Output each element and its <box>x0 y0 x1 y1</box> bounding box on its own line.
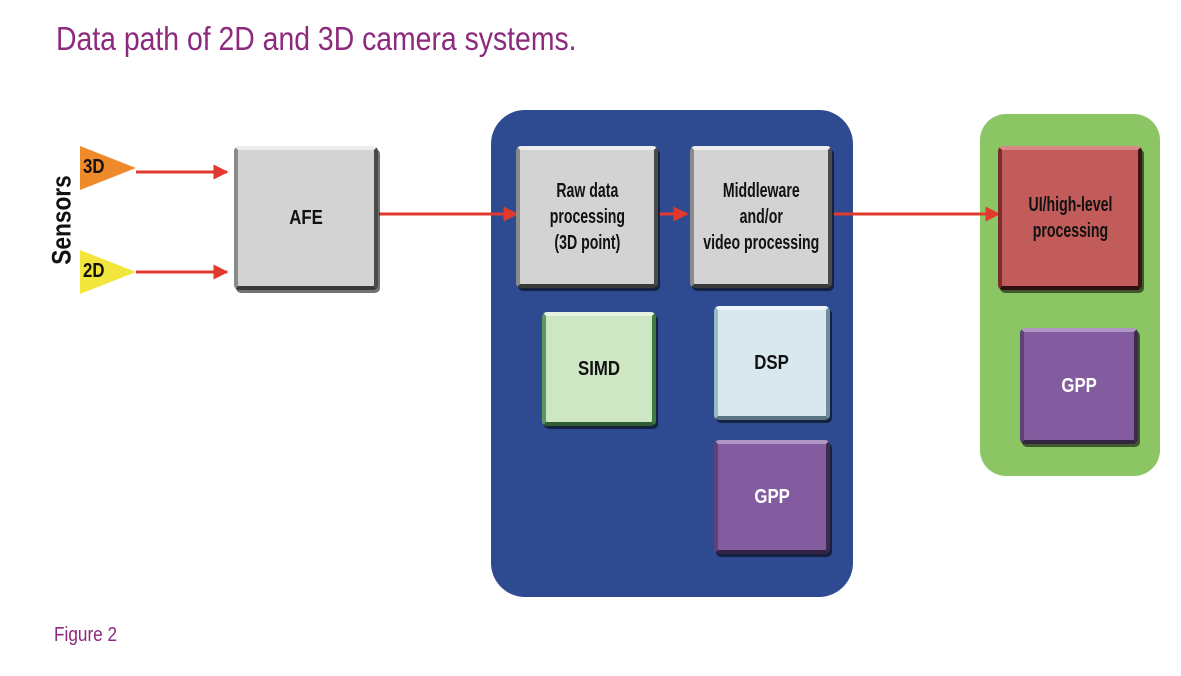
raw-data-processing-block: Raw data processing (3D point) <box>516 146 658 288</box>
gpp-block-ui: GPP <box>1020 328 1138 444</box>
sensor-2d-marker <box>80 250 136 294</box>
diagram-title: Data path of 2D and 3D camera systems. <box>56 20 577 57</box>
ui-line-1: UI/high-level <box>1028 194 1112 216</box>
dsp-label: DSP <box>754 352 790 374</box>
ui-processing-block: UI/high-level processing <box>998 146 1142 290</box>
sensor-3d-marker <box>80 146 136 190</box>
raw-line-2: processing <box>549 206 625 228</box>
middleware-line-3: video processing <box>702 232 820 254</box>
sensor-3d-label: 3D <box>83 156 105 178</box>
gpp-ui-label: GPP <box>1061 375 1097 397</box>
simd-label: SIMD <box>578 358 620 380</box>
dsp-block: DSP <box>714 306 830 420</box>
raw-line-3: (3D point) <box>554 232 620 254</box>
raw-line-1: Raw data <box>556 180 618 202</box>
afe-label: AFE <box>289 207 323 229</box>
figure-caption: Figure 2 <box>54 624 118 646</box>
gpp-main-label: GPP <box>754 486 790 508</box>
ui-line-2: processing <box>1032 220 1108 242</box>
afe-block: AFE <box>234 146 378 290</box>
middleware-block: Middleware and/or video processing <box>690 146 832 288</box>
gpp-block-main: GPP <box>714 440 830 554</box>
simd-block: SIMD <box>542 312 656 426</box>
middleware-line-1: Middleware <box>722 180 800 202</box>
sensor-2d-label: 2D <box>83 260 105 282</box>
middleware-line-2: and/or <box>739 206 783 228</box>
